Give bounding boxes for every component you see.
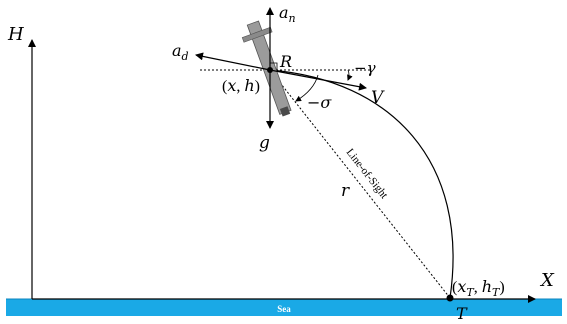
gamma-label: −γ [354, 59, 376, 77]
velocity-vector [269, 69, 367, 91]
gravity-label: g [259, 133, 270, 153]
target-point-label: T [456, 304, 468, 323]
target-coordinates-label: (xT, hT) [452, 277, 505, 299]
gamma-angle-arc [347, 69, 353, 81]
h-axis-label: H [7, 24, 24, 45]
range-label: r [341, 181, 350, 201]
sea-label: Sea [277, 304, 291, 314]
sea-strip [6, 299, 562, 316]
velocity-label: V [371, 88, 385, 108]
x-axis-label: X [539, 270, 555, 291]
normal-acceleration-label: an [279, 3, 296, 25]
position-label: (x, h) [222, 76, 260, 95]
right-angle-marker [270, 62, 278, 70]
drag-acceleration-vector [195, 52, 271, 71]
target-point [446, 294, 454, 302]
sigma-angle-arc [295, 74, 319, 102]
reference-point-label: R [279, 52, 292, 71]
line-of-sight [269, 69, 451, 299]
trajectory-curve [269, 69, 454, 299]
missile-position-point [267, 67, 273, 73]
sigma-label: −σ [307, 93, 332, 112]
drag-acceleration-label: ad [172, 41, 189, 63]
